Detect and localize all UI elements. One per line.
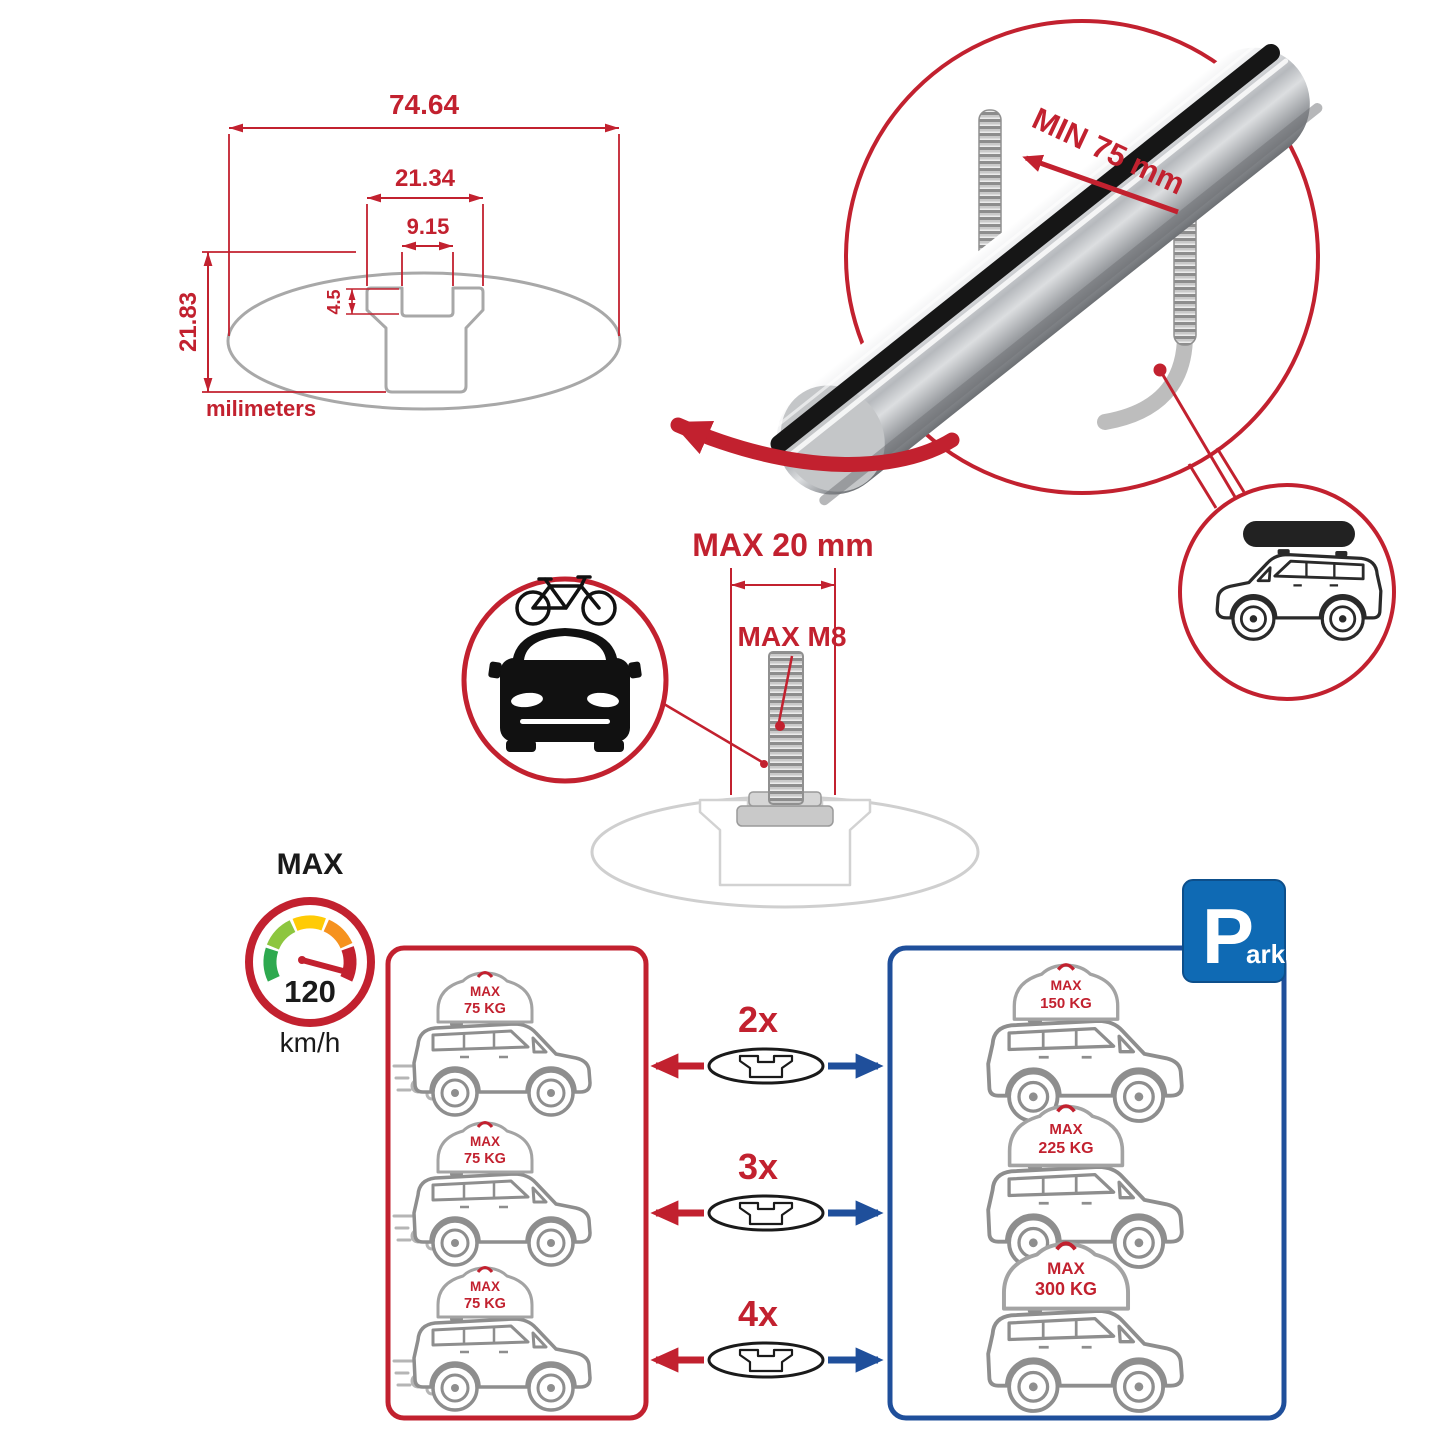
bag-red-1-line2: 75 KG <box>464 1001 506 1017</box>
wheel-left <box>506 740 536 752</box>
dim-slot-width-ext <box>401 252 454 286</box>
bolt-thread <box>768 651 804 805</box>
bag-red-3-line1: MAX <box>470 1279 500 1294</box>
mirror-right <box>628 661 642 679</box>
speed-unit: km/h <box>280 1027 341 1058</box>
bag-blue-3-line2: 300 KG <box>1035 1279 1097 1299</box>
dim-upper-width-value: 21.34 <box>395 165 456 192</box>
bag-red-2-line2: 75 KG <box>464 1151 506 1167</box>
bar-section-icon-2 <box>707 1194 825 1232</box>
min-spacing-arrow <box>1022 154 1179 215</box>
aluminium-crossbar <box>765 35 1323 506</box>
bar-channel <box>770 43 1280 453</box>
bar-lower-shade <box>819 103 1323 506</box>
dimension-lines <box>202 123 620 393</box>
roof-box <box>1243 521 1355 547</box>
bike-car-circle <box>461 575 768 784</box>
hook-pointer-line <box>1158 369 1237 498</box>
units-label: milimeters <box>206 396 316 421</box>
bag-blue-1-line1: MAX <box>1050 977 1082 993</box>
bag-red-3-line2: 75 KG <box>464 1296 506 1312</box>
cross-section-diagram: 74.64 21.34 9.15 4.5 21.83 milimeters <box>175 89 622 421</box>
vehicle-circle <box>1178 483 1396 701</box>
gauge-needle-pivot <box>298 956 306 964</box>
speed-max-label: MAX <box>277 848 344 881</box>
bar-section-icon-3 <box>707 1341 825 1379</box>
bar-count-3: 4x <box>738 1293 778 1334</box>
bag-red-2-line1: MAX <box>470 1134 500 1149</box>
mirror-left <box>488 661 502 679</box>
bicycle-icon <box>515 575 617 626</box>
park-sign: P ark <box>1182 879 1286 983</box>
bag-blue-2-line1: MAX <box>1049 1121 1082 1138</box>
bar-channel-highlight <box>781 58 1289 463</box>
speed-value: 120 <box>284 974 336 1009</box>
circle-connectors <box>1187 447 1246 509</box>
wheel-right <box>594 740 624 752</box>
bumper-slot <box>520 719 610 724</box>
headlight-left <box>511 692 543 708</box>
max-thread-leader <box>777 655 794 723</box>
driving-load-panel: MAX 75 KG MAX 75 KG MAX 75 KG <box>385 945 649 1421</box>
car-front-view <box>488 628 642 752</box>
gauge-arc <box>263 915 357 982</box>
bar-section-icon-1 <box>707 1047 825 1085</box>
max-length-ext-lines <box>730 568 836 795</box>
bar-detail-callout: MIN 75 mm <box>670 19 1396 701</box>
dim-slot-depth-ext <box>346 288 399 315</box>
bag-blue-1-line2: 150 KG <box>1040 995 1092 1012</box>
max-thread-label: MAX M8 <box>738 621 847 652</box>
car-windshield <box>524 636 606 660</box>
dim-total-width-value: 74.64 <box>389 89 459 120</box>
dim-upper-width-ext <box>366 204 484 286</box>
zoom-arrow <box>670 417 960 472</box>
dim-total-height-ext <box>202 251 386 393</box>
bar-count-1: 2x <box>738 999 778 1040</box>
bag-red-1-line1: MAX <box>470 984 500 999</box>
max-length-label: MAX 20 mm <box>692 527 873 563</box>
bar-count-rows: 2x 3x 4x <box>650 999 884 1379</box>
bar-body <box>776 47 1310 495</box>
bolt-plate <box>736 805 834 827</box>
max-thread-dot <box>775 721 785 731</box>
dim-slot-width-value: 9.15 <box>407 214 450 239</box>
bar-count-2: 3x <box>738 1146 778 1187</box>
bag-blue-3-line1: MAX <box>1047 1259 1085 1278</box>
bag-blue-2-line2: 225 KG <box>1038 1140 1093 1157</box>
bolt-detail: MAX 20 mm MAX M8 <box>461 527 980 909</box>
bike-circle-dot <box>760 760 768 768</box>
parked-load-panel: MAX 150 KG MAX 225 KG MAX 300 KG P ark <box>887 879 1287 1421</box>
speed-limit-gauge: MAX 120 km/h <box>245 848 375 1058</box>
park-sign-letter: P <box>1202 892 1254 980</box>
dim-total-height-value: 21.83 <box>175 292 202 352</box>
dim-total-width-ext <box>228 134 620 336</box>
bar-top-highlight <box>765 35 1268 436</box>
bike-circle-leader <box>663 702 763 764</box>
headlight-right <box>587 692 619 708</box>
park-sign-plate <box>1182 879 1286 983</box>
park-sign-suffix: ark <box>1246 939 1286 969</box>
dim-slot-depth-value: 4.5 <box>324 289 344 314</box>
gauge-needle <box>299 957 346 974</box>
